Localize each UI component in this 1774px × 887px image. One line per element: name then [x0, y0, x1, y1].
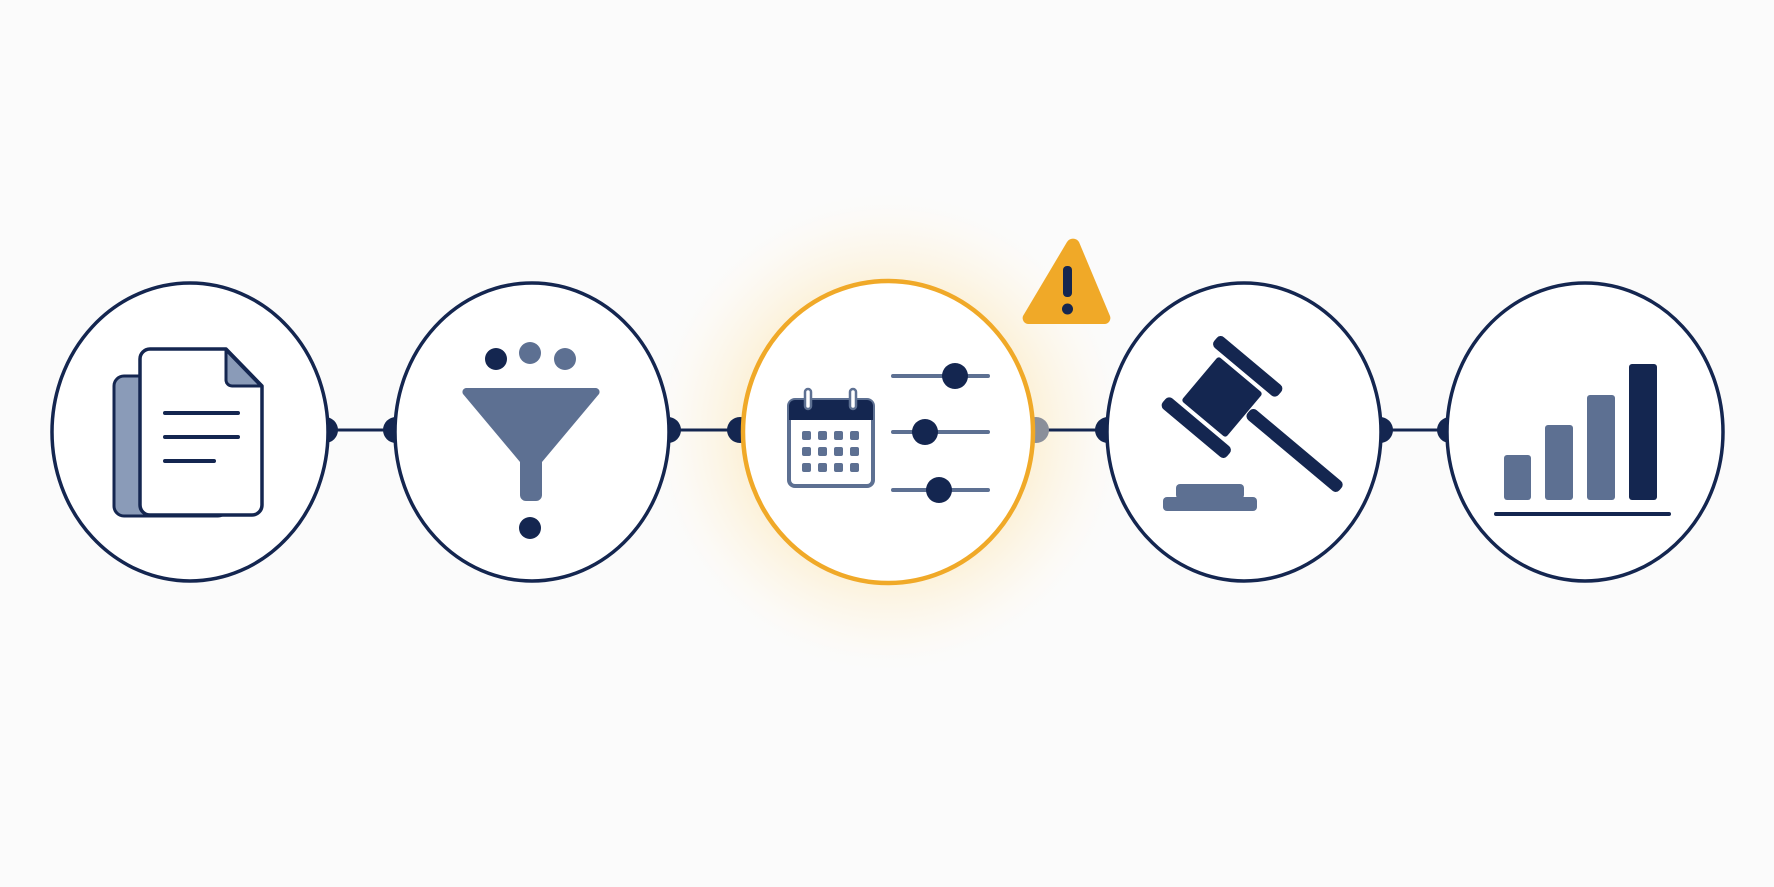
warning-triangle-icon [1022, 238, 1111, 324]
step-4-circle [1105, 281, 1383, 583]
step-3-circle [740, 278, 1036, 586]
bar-chart-icon [1494, 364, 1671, 516]
calendar-icon [787, 387, 875, 488]
calendar-sliders-icon [787, 363, 990, 503]
document-icon [112, 347, 264, 518]
filter-funnel-icon [462, 342, 600, 539]
sliders-icon [891, 363, 990, 503]
gavel-icon [1161, 336, 1343, 511]
step-5-circle [1445, 281, 1725, 583]
